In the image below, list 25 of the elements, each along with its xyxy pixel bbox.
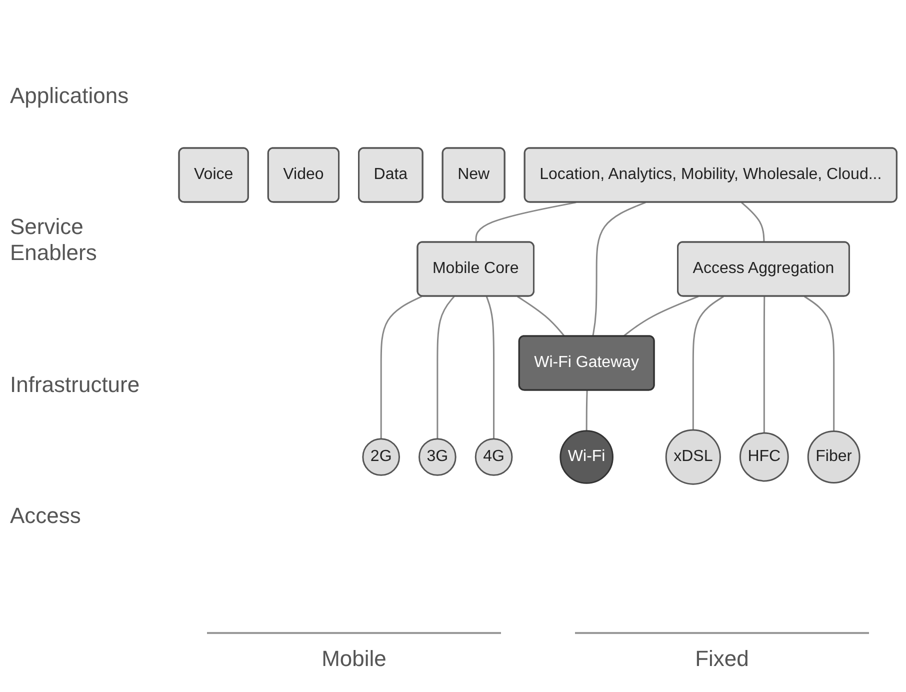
node-circle: HFC	[740, 432, 790, 482]
connector	[622, 296, 699, 338]
connector	[380, 296, 422, 439]
connector	[764, 296, 766, 434]
node-circle: 2G	[362, 438, 400, 476]
node-circle: 4G	[475, 438, 513, 476]
node-circle: xDSL	[666, 429, 722, 485]
connector	[592, 202, 646, 337]
node-circle: Fiber	[808, 430, 860, 484]
layer-label: Service Enablers	[10, 214, 98, 266]
node-circle: Wi-Fi	[560, 430, 614, 484]
bracket-label: Fixed	[574, 632, 870, 692]
connector	[517, 296, 566, 337]
layer-label: Infrastructure	[10, 372, 141, 398]
layer-label: Access	[10, 503, 82, 530]
connector	[486, 296, 495, 439]
connector	[586, 390, 588, 431]
connector	[692, 296, 724, 430]
bracket-label: Mobile	[206, 632, 502, 692]
layer-label: Applications	[10, 82, 130, 109]
node-circle: 3G	[418, 438, 457, 476]
connector	[804, 296, 835, 432]
connector	[436, 296, 455, 439]
connector	[741, 202, 765, 242]
connector	[475, 202, 576, 242]
